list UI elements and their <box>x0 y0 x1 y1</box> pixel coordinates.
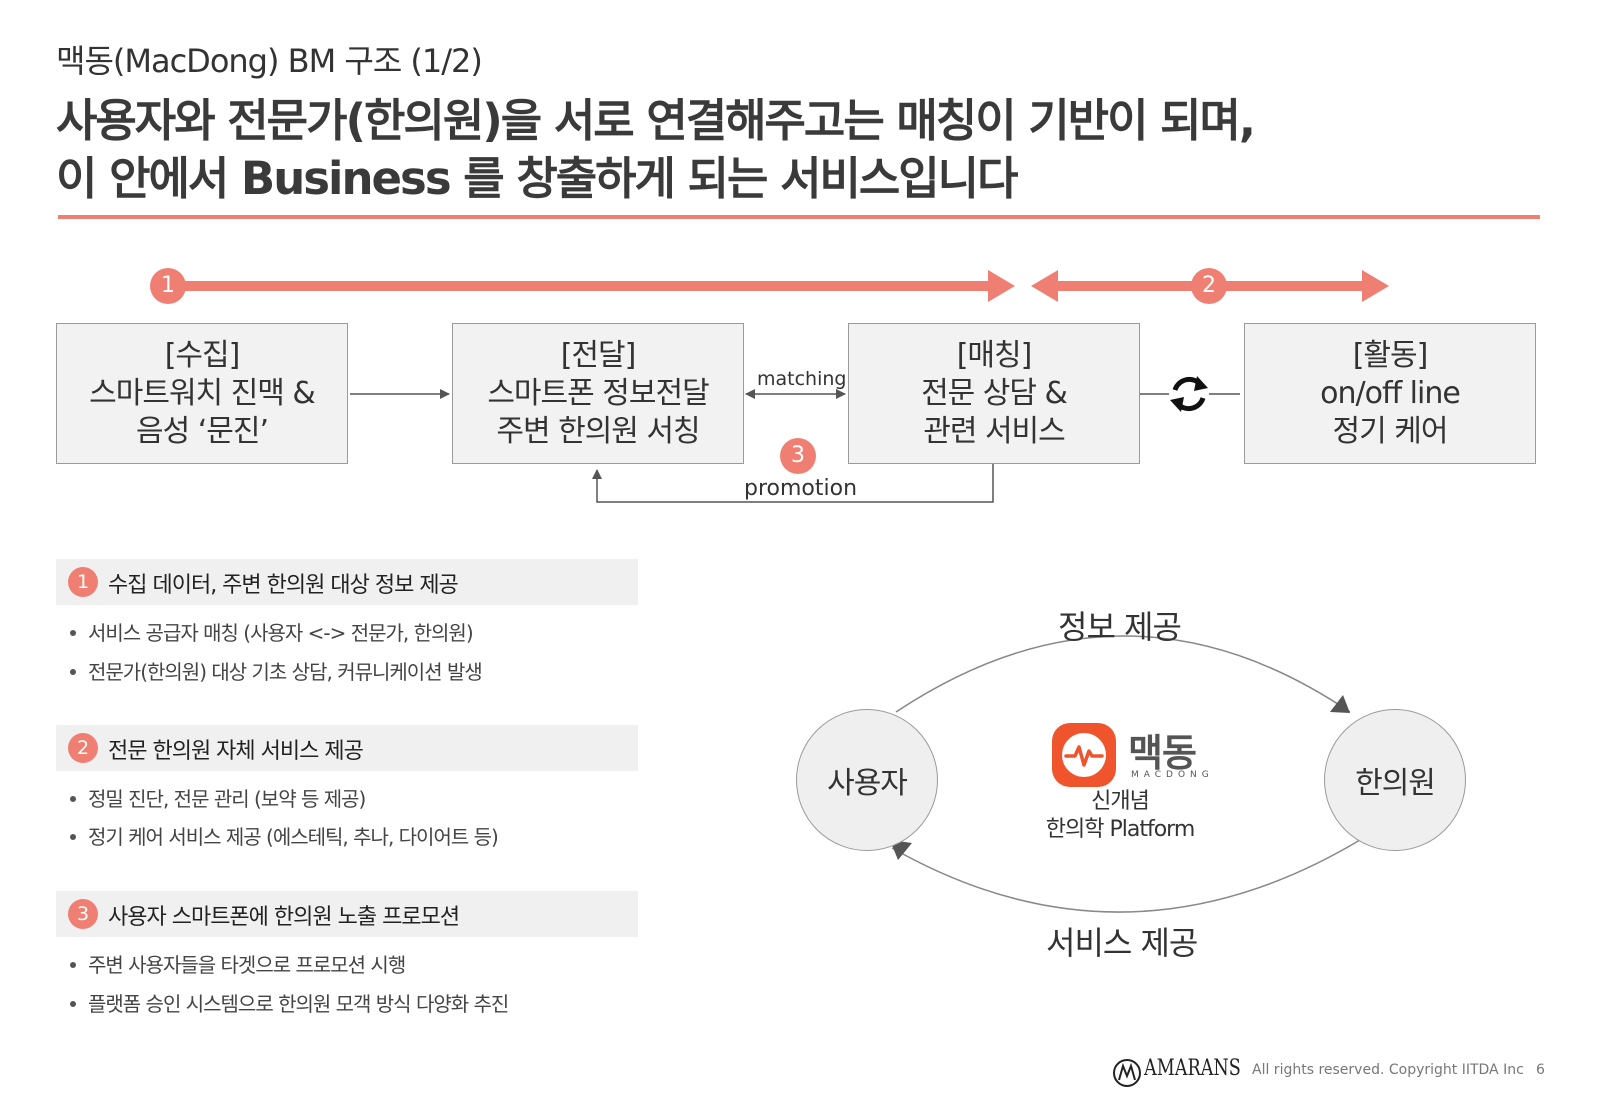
flow-box-collect: [수집] 스마트워치 진맥 & 음성 ‘문진’ <box>56 323 348 464</box>
section-header-2: 2 전문 한의원 자체 서비스 제공 <box>56 725 638 771</box>
section-header-3: 3 사용자 스마트폰에 한의원 노출 프로모션 <box>56 891 638 937</box>
refresh-icon <box>1169 374 1209 414</box>
box-line: [전달] <box>560 337 637 373</box>
section-title: 전문 한의원 자체 서비스 제공 <box>108 739 364 764</box>
title-divider <box>58 215 1540 219</box>
flow-box-deliver: [전달] 스마트폰 정보전달 주변 한의원 서칭 <box>452 323 744 464</box>
flow-box-activity: [활동] on/off line 정기 케어 <box>1244 323 1536 464</box>
step-badge-3: 3 <box>780 438 816 474</box>
section-header-1: 1 수집 데이터, 주변 한의원 대상 정보 제공 <box>56 559 638 605</box>
macdong-logo-sub: MACDONG <box>1131 770 1214 780</box>
box-line: 주변 한의원 서칭 <box>496 413 700 449</box>
bullet-item: 정기 케어 서비스 제공 (에스테틱, 추나, 다이어트 등) <box>70 821 499 850</box>
page-headline: 사용자와 전문가(한의원)을 서로 연결해주고는 매칭이 기반이 되며, 이 안… <box>56 92 1256 208</box>
section-badge: 1 <box>68 567 98 597</box>
section-title: 수집 데이터, 주변 한의원 대상 정보 제공 <box>108 573 459 598</box>
box-line: [매칭] <box>956 337 1033 373</box>
box-line: 전문 상담 & <box>921 375 1068 411</box>
bullet-item: 주변 사용자들을 타겟으로 프로모션 시행 <box>70 949 406 978</box>
macdong-logo-text: 맥동 <box>1128 731 1197 775</box>
service-provide-label: 서비스 제공 <box>1046 924 1198 962</box>
promotion-label: promotion <box>744 476 858 501</box>
flow-box-matching: [매칭] 전문 상담 & 관련 서비스 <box>848 323 1140 464</box>
step-badge-1: 1 <box>150 268 186 304</box>
headline-line-1: 사용자와 전문가(한의원)을 서로 연결해주고는 매칭이 기반이 되며, <box>56 94 1256 147</box>
step-badge-2: 2 <box>1191 268 1227 304</box>
bullet-item: 정밀 진단, 전문 관리 (보약 등 제공) <box>70 783 366 812</box>
node-user: 사용자 <box>796 709 938 851</box>
page-subtitle: 맥동(MacDong) BM 구조 (1/2) <box>56 42 483 80</box>
section-title: 사용자 스마트폰에 한의원 노출 프로모션 <box>108 905 460 930</box>
platform-line-2: 한의학 Platform <box>1045 817 1196 842</box>
amarans-emblem-icon <box>1113 1059 1141 1087</box>
page-number: 6 <box>1536 1062 1545 1078</box>
bullet-item: 전문가(한의원) 대상 기초 상담, 커뮤니케이션 발생 <box>70 656 483 685</box>
box-line: 정기 케어 <box>1332 413 1449 449</box>
matching-label: matching <box>757 368 847 390</box>
box-line: 관련 서비스 <box>923 413 1066 449</box>
platform-line-1: 신개념 <box>1091 789 1150 814</box>
box-line: 음성 ‘문진’ <box>135 413 269 449</box>
headline-line-2: 이 안에서 Business 를 창출하게 되는 서비스입니다 <box>56 152 1018 205</box>
platform-description: 신개념 한의학 Platform <box>1010 788 1230 844</box>
section-badge: 2 <box>68 733 98 763</box>
section-badge: 3 <box>68 899 98 929</box>
process-arrow-1 <box>168 270 1015 302</box>
box-line: on/off line <box>1320 375 1461 411</box>
box-line: 스마트워치 진맥 & <box>89 375 316 411</box>
bullet-item: 플랫폼 승인 시스템으로 한의원 모객 방식 다양화 추진 <box>70 988 509 1017</box>
box-line: 스마트폰 정보전달 <box>487 375 709 411</box>
amarans-brand: AMARANS <box>1144 1056 1241 1081</box>
bullet-item: 서비스 공급자 매칭 (사용자 <-> 전문가, 한의원) <box>70 617 474 646</box>
box-line: [활동] <box>1352 337 1429 373</box>
copyright-text: All rights reserved. Copyright IITDA Inc <box>1252 1062 1524 1078</box>
box-line: [수집] <box>164 337 241 373</box>
arrow-promotion <box>592 464 994 503</box>
node-clinic: 한의원 <box>1324 709 1466 851</box>
macdong-logo-icon <box>1052 723 1116 787</box>
info-provide-label: 정보 제공 <box>1058 608 1182 646</box>
